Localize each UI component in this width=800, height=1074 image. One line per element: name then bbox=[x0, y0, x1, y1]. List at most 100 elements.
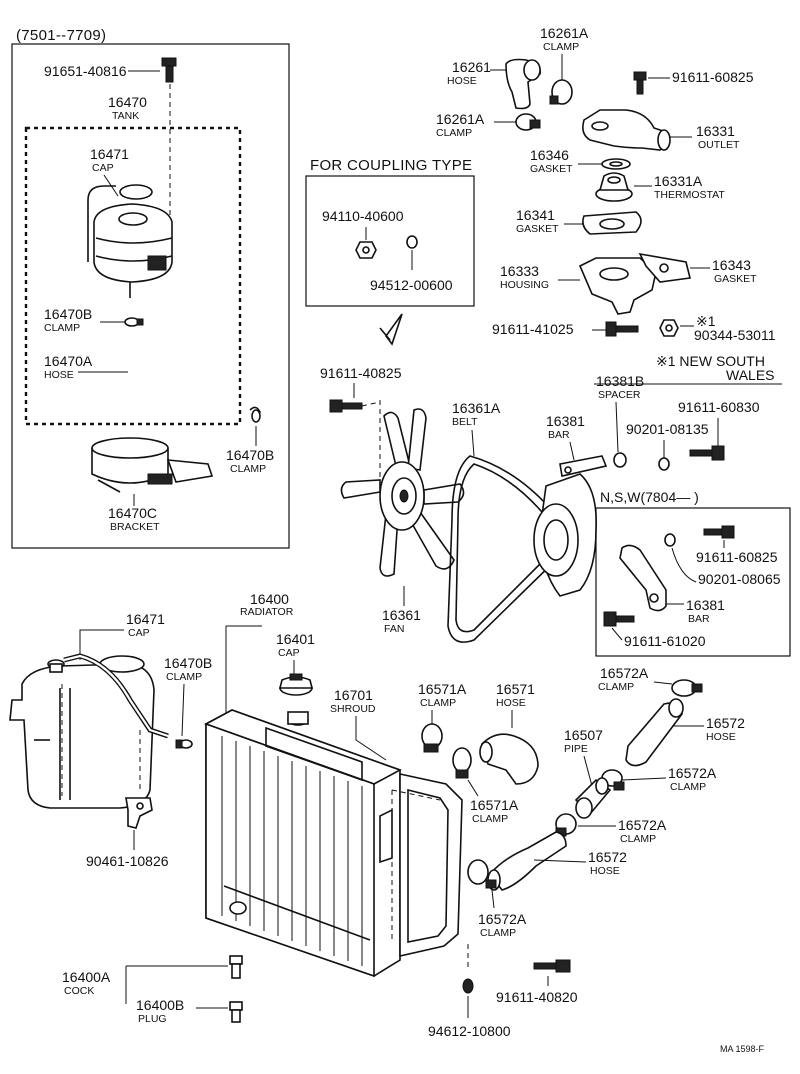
part-number-16471-lower: 16471 bbox=[126, 611, 165, 627]
bolt-91611-40825[interactable] bbox=[329, 399, 363, 413]
part-name-clamp: CLAMP bbox=[472, 813, 508, 825]
drain-plug-16400b[interactable] bbox=[229, 1001, 243, 1023]
part-name-cap: CAP bbox=[128, 627, 150, 639]
clamp-16261a-upper[interactable] bbox=[549, 79, 573, 105]
part-number-16572-1: 16572 bbox=[706, 715, 745, 731]
bolt-91611-40820[interactable] bbox=[533, 959, 571, 973]
part-name-clamp: CLAMP bbox=[670, 781, 706, 793]
thermostat-housing-16333[interactable] bbox=[578, 257, 657, 315]
part-number-16381-nsw: 16381 bbox=[686, 597, 725, 613]
reserve-tank[interactable] bbox=[87, 184, 173, 298]
part-name-bracket: BRACKET bbox=[110, 521, 160, 533]
radiator-16400[interactable] bbox=[204, 709, 402, 978]
adjusting-bar-16381[interactable] bbox=[559, 455, 608, 477]
part-number-16507: 16507 bbox=[564, 727, 603, 743]
water-pipe-16507[interactable] bbox=[574, 777, 612, 819]
part-name-hose: HOSE bbox=[706, 731, 736, 743]
clamp-16572a-4[interactable] bbox=[467, 859, 497, 889]
radiator-cap-16401[interactable] bbox=[278, 673, 314, 696]
part-name-bar: BAR bbox=[688, 613, 710, 625]
clamp-16571a-lower[interactable] bbox=[452, 747, 472, 779]
part-number-91651-40816: 91651-40816 bbox=[44, 63, 127, 79]
part-number-91611-61020: 91611-61020 bbox=[624, 633, 706, 649]
part-name-cap: CAP bbox=[278, 647, 300, 659]
part-number-94110-40600: 94110-40600 bbox=[322, 208, 404, 224]
nut-90344-53011[interactable] bbox=[659, 319, 679, 337]
belt-16361a[interactable] bbox=[447, 455, 561, 643]
clamp-16572a-1[interactable] bbox=[671, 679, 703, 697]
part-number-16381b: 16381B bbox=[596, 373, 644, 389]
gasket-16343[interactable] bbox=[638, 252, 691, 283]
water-pump-pulley[interactable] bbox=[533, 473, 597, 597]
part-name-clamp: CLAMP bbox=[44, 322, 80, 334]
nsw-variant-frame bbox=[595, 507, 791, 657]
part-number-16470c: 16470C bbox=[108, 505, 157, 521]
clamp-16470b-lower[interactable] bbox=[249, 406, 261, 423]
part-number-16331a: 16331A bbox=[654, 173, 703, 189]
upper-hose-16571[interactable] bbox=[479, 733, 539, 785]
fan-shroud-16701[interactable] bbox=[391, 773, 463, 958]
part-name-clamp: CLAMP bbox=[543, 41, 579, 53]
clamp-16572a-3[interactable] bbox=[555, 813, 577, 837]
part-number-16361: 16361 bbox=[382, 607, 421, 623]
drain-cock-16400a[interactable] bbox=[229, 955, 243, 979]
bolt-91611-60825-nsw[interactable] bbox=[703, 525, 735, 539]
part-number-16331: 16331 bbox=[696, 123, 735, 139]
washer-90201-08065[interactable] bbox=[664, 533, 676, 547]
coupling-type-title: FOR COUPLING TYPE bbox=[310, 157, 472, 174]
gasket-16346[interactable] bbox=[601, 158, 631, 170]
bolt-91611-60825-top[interactable] bbox=[633, 71, 647, 95]
thermostat-16331a[interactable] bbox=[595, 172, 633, 202]
part-name-tank: TANK bbox=[112, 110, 139, 122]
part-number-91611-60825-nsw: 91611-60825 bbox=[696, 549, 778, 565]
reserve-tank-lower[interactable] bbox=[9, 655, 155, 809]
lower-hose-16572-upper[interactable] bbox=[625, 698, 684, 767]
part-number-16701: 16701 bbox=[334, 687, 373, 703]
bolt-91611-41025[interactable] bbox=[605, 321, 639, 337]
coupling-type-frame bbox=[305, 175, 475, 307]
bolt-91651-40816[interactable] bbox=[161, 57, 177, 83]
clamp-16571a-upper[interactable] bbox=[421, 723, 443, 753]
coupling-type-group: FOR COUPLING TYPE 94110-40600 94512-0060… bbox=[305, 157, 475, 346]
part-number-16572a-2: 16572A bbox=[668, 765, 717, 781]
part-number-16381-upper: 16381 bbox=[546, 413, 585, 429]
clamp-16261a-lower[interactable] bbox=[515, 113, 541, 131]
overflow-hose[interactable] bbox=[63, 653, 169, 739]
part-name-bar: BAR bbox=[548, 429, 570, 441]
hose-16261[interactable] bbox=[505, 58, 542, 110]
part-name-clamp: CLAMP bbox=[480, 927, 516, 939]
water-outlet-16331[interactable] bbox=[582, 109, 671, 151]
part-name-clamp: CLAMP bbox=[620, 833, 656, 845]
radiator-group: 16400 RADIATOR 16471 CAP 16470B CLAMP bbox=[9, 591, 745, 1039]
clamp-16470b-upper[interactable] bbox=[124, 317, 144, 327]
spacer-16381b[interactable] bbox=[613, 452, 627, 468]
adjusting-bar-16381-nsw[interactable] bbox=[619, 544, 667, 612]
washer-90201-08135[interactable] bbox=[658, 457, 670, 471]
washer-94512-00600[interactable] bbox=[406, 235, 418, 249]
part-number-16572-2: 16572 bbox=[588, 849, 627, 865]
reserve-tank-cap[interactable] bbox=[47, 659, 65, 673]
part-number-16572a-1: 16572A bbox=[600, 665, 649, 681]
reserve-tank-period-label: (7501--7709) bbox=[16, 27, 106, 44]
washer-94612-10800[interactable] bbox=[462, 978, 474, 994]
part-name-gasket: GASKET bbox=[516, 223, 559, 235]
clip-90461-10826[interactable] bbox=[125, 797, 153, 829]
part-mark-90344: ※1 bbox=[696, 313, 716, 329]
part-name-belt: BELT bbox=[452, 416, 478, 428]
part-number-16343: 16343 bbox=[712, 257, 751, 273]
part-name-gasket: GASKET bbox=[530, 163, 573, 175]
part-name-cap: CAP bbox=[92, 162, 114, 174]
part-name-pipe: PIPE bbox=[564, 743, 588, 755]
bracket-16470c[interactable] bbox=[91, 437, 214, 493]
part-name-clamp: CLAMP bbox=[598, 681, 634, 693]
clamp-16470b-radiator[interactable] bbox=[175, 739, 193, 749]
bolt-91611-60830[interactable] bbox=[689, 445, 725, 461]
nut-94110-40600[interactable] bbox=[355, 241, 377, 259]
fan-16361[interactable] bbox=[340, 408, 465, 577]
gasket-16341[interactable] bbox=[582, 211, 642, 235]
bolt-91611-61020[interactable] bbox=[603, 611, 635, 627]
part-number-91611-40825: 91611-40825 bbox=[320, 365, 402, 381]
part-name-hose: HOSE bbox=[44, 369, 74, 381]
hose-16470a[interactable] bbox=[128, 330, 231, 406]
part-number-16470b-upper: 16470B bbox=[44, 306, 92, 322]
